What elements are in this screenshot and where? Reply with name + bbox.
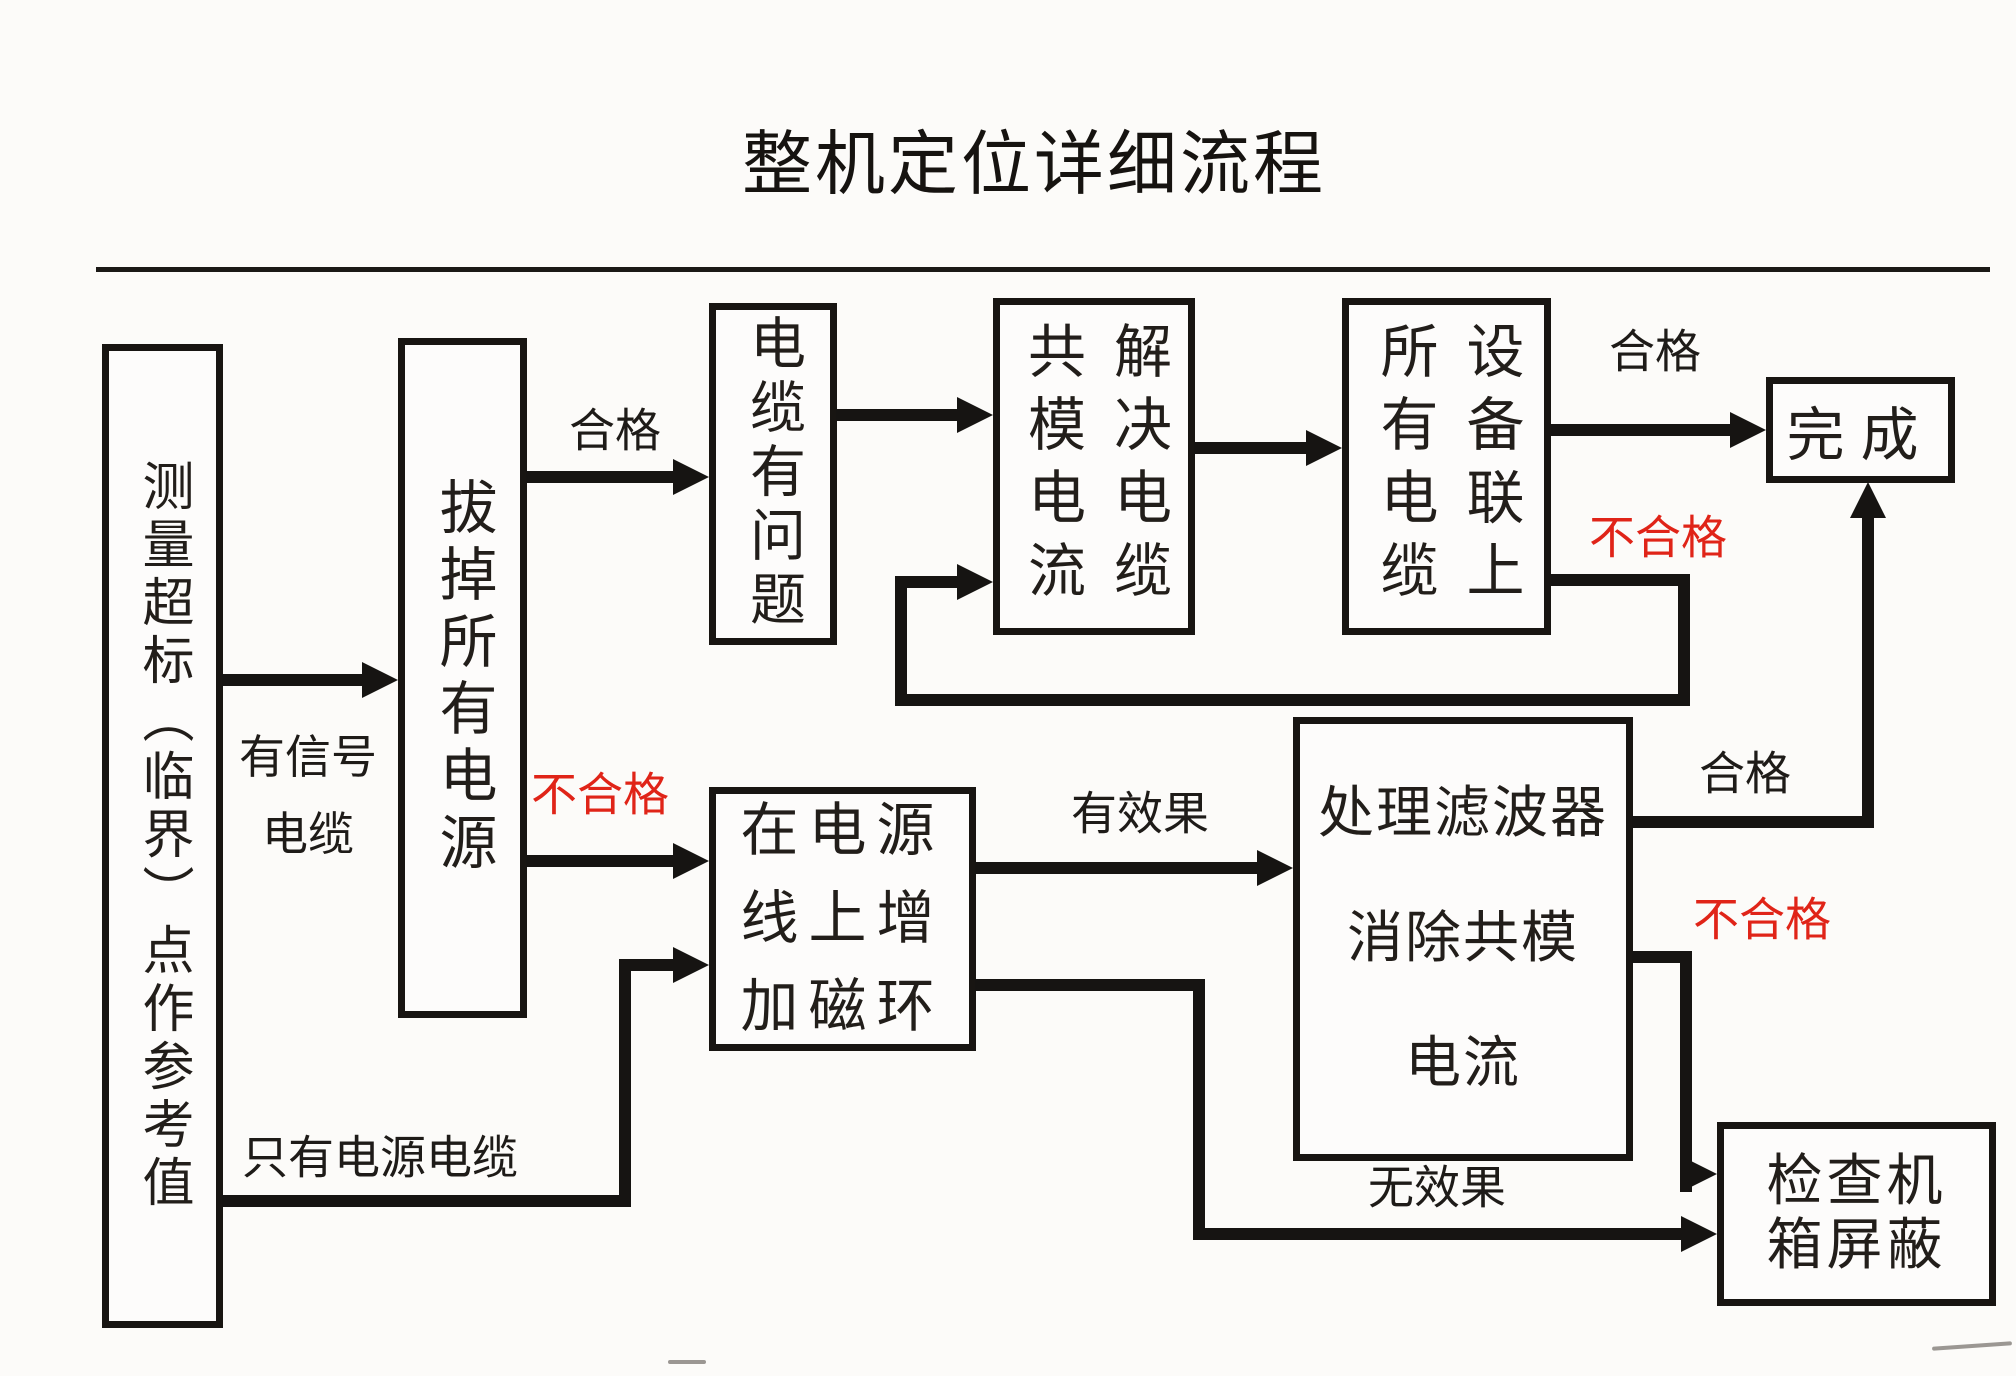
label-power-cable-only: 只有电源电缆 [242, 1132, 518, 1184]
arrow-poweronly-seg1 [222, 1195, 631, 1207]
arrow-unplug-to-cableproblem-head [673, 459, 709, 495]
arrow-solve-to-connect-head [1306, 430, 1342, 466]
node-add-magnet-ring-label: 在电源 线上增 加磁环 [740, 798, 945, 1039]
node-measure-reference-label: 测量超标（临界）点作参考值 [134, 459, 191, 1213]
arrow-cableproblem-to-solve-shaft [836, 409, 959, 421]
label-no-effect: 无效果 [1368, 1162, 1506, 1214]
label-pass-after-unplug: 合格 [569, 405, 661, 457]
arrow-filter-to-done-head [1850, 482, 1886, 518]
loop-connect-fail-seg1 [1551, 574, 1690, 586]
page-title: 整机定位详细流程 [742, 127, 1326, 204]
node-unplug-all-power: 拔掉所有电源 [398, 338, 527, 1018]
arrow-solve-to-connect-shaft [1194, 442, 1308, 454]
label-fail-after-unplug: 不合格 [531, 769, 669, 821]
node-cable-problem-label: 电缆有问题 [741, 314, 804, 634]
label-has-effect: 有效果 [1071, 788, 1209, 840]
arrow-unplug-to-magnet-head [673, 843, 709, 879]
arrow-unplug-to-magnet-shaft [526, 855, 675, 867]
arrow-unplug-to-cableproblem-shaft [526, 471, 675, 483]
arrow-noeffect-head [1681, 1216, 1717, 1252]
node-handle-filter: 处理滤波器 消除共模 电流 [1293, 717, 1633, 1161]
arrow-filter-fail-seg2 [1680, 951, 1692, 1192]
node-done: 完成 [1766, 377, 1955, 483]
label-signal-cable: 有信号 电缆 [239, 732, 377, 860]
node-connect-all-cables-label: 设备联上 所有电缆 [1371, 320, 1523, 613]
node-connect-all-cables: 设备联上 所有电缆 [1342, 298, 1551, 635]
node-check-chassis-shield-label: 检查机 箱屏蔽 [1766, 1151, 1947, 1277]
arrow-measure-to-unplug-head [362, 662, 398, 698]
node-measure-reference: 测量超标（临界）点作参考值 [102, 344, 223, 1328]
loop-connect-fail-seg5 [895, 576, 957, 588]
node-solve-common-mode-label: 解决电缆 共模电流 [1019, 320, 1170, 613]
node-add-magnet-ring: 在电源 线上增 加磁环 [709, 787, 976, 1051]
node-cable-problem: 电缆有问题 [709, 303, 837, 645]
arrow-filter-to-done-seg1 [1632, 816, 1874, 828]
node-unplug-all-power-label: 拔掉所有电源 [430, 477, 496, 879]
loop-connect-fail-head [957, 564, 993, 600]
scan-artifact [1931, 1341, 2013, 1351]
arrow-filter-fail-seg1 [1632, 951, 1692, 963]
label-pass-after-filter: 合格 [1699, 748, 1791, 800]
scan-artifact [668, 1360, 706, 1364]
arrow-connect-to-done-head [1730, 412, 1766, 448]
label-pass-after-connect: 合格 [1609, 326, 1701, 378]
loop-connect-fail-seg3 [895, 694, 1690, 706]
arrow-poweronly-head [673, 947, 709, 983]
arrow-measure-to-unplug-shaft [222, 674, 364, 686]
arrow-magnet-to-filter-shaft [975, 862, 1259, 874]
node-handle-filter-label: 处理滤波器 消除共模 电流 [1318, 782, 1608, 1095]
label-fail-after-connect: 不合格 [1589, 512, 1727, 564]
arrow-connect-to-done-shaft [1551, 424, 1732, 436]
arrow-filter-fail-head [1681, 1156, 1717, 1192]
arrow-poweronly-seg2 [619, 959, 631, 1207]
arrow-filter-to-done-seg2 [1862, 514, 1874, 828]
node-solve-common-mode: 解决电缆 共模电流 [993, 298, 1195, 635]
label-fail-after-filter: 不合格 [1693, 894, 1831, 946]
arrow-magnet-to-filter-head [1257, 850, 1293, 886]
node-done-label: 完成 [1786, 403, 1935, 468]
title-divider-line [96, 267, 1990, 272]
arrow-cableproblem-to-solve-head [957, 397, 993, 433]
loop-connect-fail-seg2 [1678, 574, 1690, 706]
loop-connect-fail-seg4 [895, 576, 907, 706]
arrow-poweronly-seg3 [619, 959, 675, 971]
arrow-noeffect-seg2 [1193, 979, 1205, 1240]
arrow-noeffect-seg1 [975, 979, 1205, 991]
node-check-chassis-shield: 检查机 箱屏蔽 [1717, 1122, 1996, 1306]
arrow-noeffect-seg3 [1193, 1228, 1683, 1240]
